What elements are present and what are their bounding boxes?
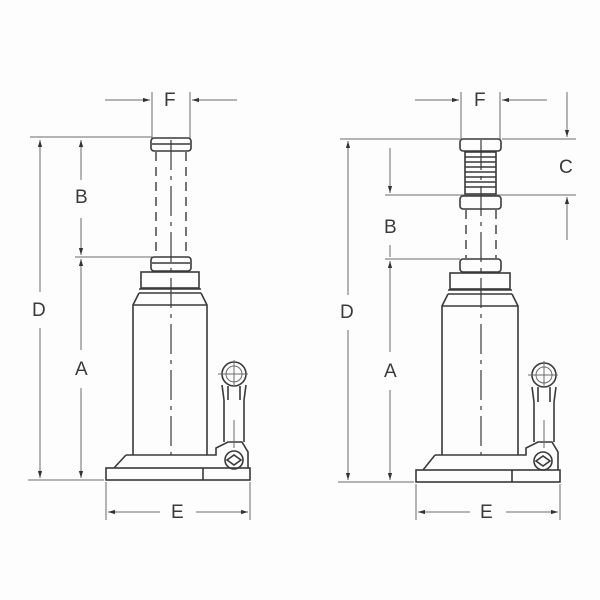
right-jack	[338, 92, 576, 520]
label-d-left: D	[30, 300, 48, 321]
label-a-left: A	[73, 359, 90, 380]
label-e-right: E	[478, 502, 495, 523]
label-b-left: B	[73, 187, 90, 208]
label-f-right: F	[472, 90, 488, 111]
label-f-left: F	[162, 90, 178, 111]
label-e-left: E	[169, 502, 186, 523]
label-b-right: B	[382, 217, 399, 238]
left-jack	[28, 92, 251, 520]
label-d-right: D	[338, 302, 356, 323]
label-a-right: A	[382, 361, 399, 382]
label-c-right: C	[557, 157, 575, 178]
